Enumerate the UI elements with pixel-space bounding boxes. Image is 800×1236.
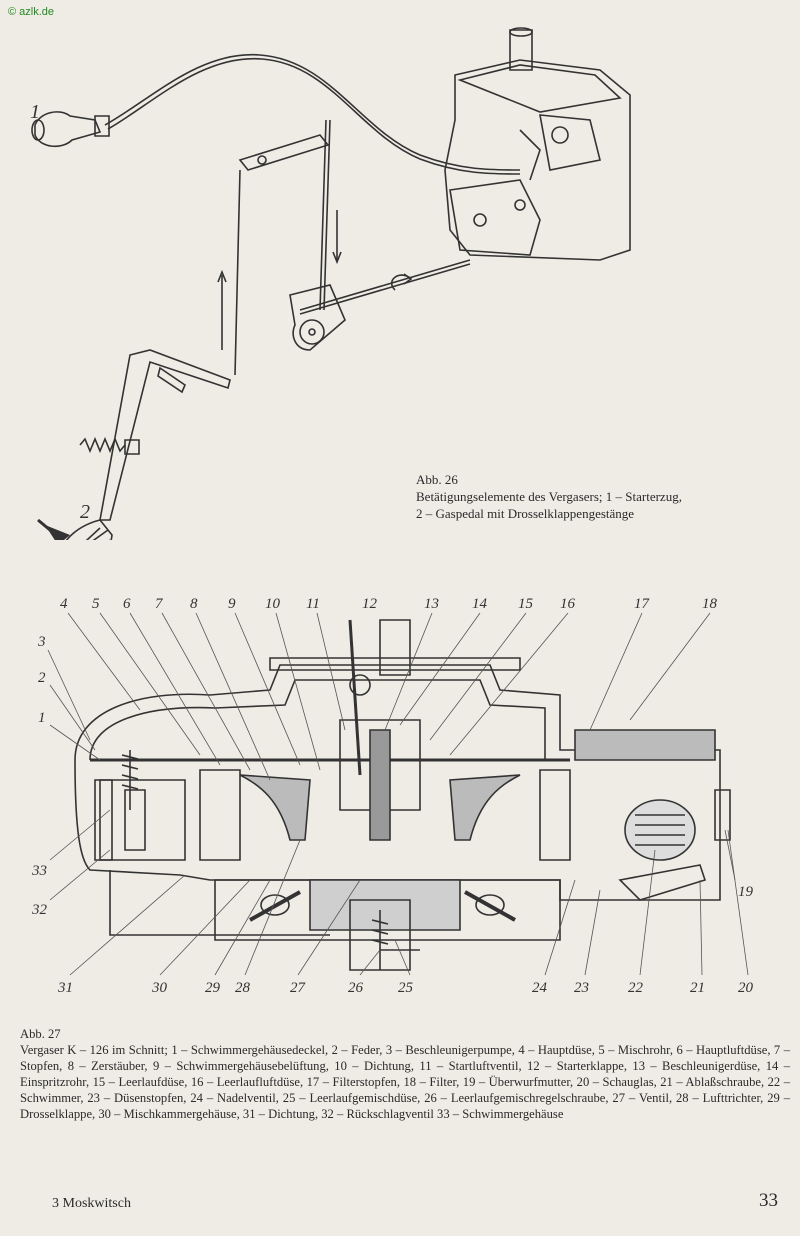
label-6: 6 bbox=[123, 596, 131, 612]
label-16: 16 bbox=[560, 596, 576, 612]
label-20: 20 bbox=[738, 980, 754, 996]
label-26: 26 bbox=[348, 980, 364, 996]
top-part-labels: 4 5 6 7 8 9 10 11 12 13 14 15 16 17 18 bbox=[60, 596, 718, 612]
label-1-fig27: 1 bbox=[38, 710, 46, 726]
bottom-part-labels: 31 30 29 28 27 26 25 24 23 22 21 20 bbox=[57, 980, 754, 996]
figure-26-title: Abb. 26 bbox=[416, 472, 458, 487]
label-1: 1 bbox=[30, 101, 40, 123]
label-25: 25 bbox=[398, 980, 414, 996]
label-2: 2 bbox=[80, 501, 90, 523]
label-2-fig27: 2 bbox=[38, 670, 46, 686]
label-3: 3 bbox=[37, 634, 46, 650]
label-19: 19 bbox=[738, 884, 754, 900]
footer-book-title: 3 Moskwitsch bbox=[52, 1196, 131, 1211]
watermark: © azlk.de bbox=[8, 6, 55, 18]
label-17: 17 bbox=[634, 596, 651, 612]
label-15: 15 bbox=[518, 596, 534, 612]
figure-27-caption-text: Vergaser K – 126 im Schnitt; 1 – Schwimm… bbox=[20, 1043, 790, 1121]
label-21: 21 bbox=[690, 980, 705, 996]
label-13: 13 bbox=[424, 596, 439, 612]
label-11: 11 bbox=[306, 596, 320, 612]
figure-27-title: Abb. 27 bbox=[20, 1027, 61, 1041]
right-part-labels: 19 bbox=[738, 884, 754, 900]
left-part-labels: 3 2 1 33 32 bbox=[31, 634, 48, 918]
figure-26-caption-line-2: 2 – Gaspedal mit Drosselklappengestänge bbox=[416, 506, 635, 521]
label-30: 30 bbox=[151, 980, 168, 996]
label-18: 18 bbox=[702, 596, 718, 612]
label-5: 5 bbox=[92, 596, 100, 612]
label-23: 23 bbox=[574, 980, 589, 996]
label-29: 29 bbox=[205, 980, 221, 996]
figure-27-caption: Abb. 27 Vergaser K – 126 im Schnitt; 1 –… bbox=[20, 1026, 790, 1122]
page-number: 33 bbox=[759, 1190, 778, 1211]
label-7: 7 bbox=[155, 596, 164, 612]
label-24: 24 bbox=[532, 980, 548, 996]
figure-26-caption: Abb. 26 Betätigungselemente des Vergaser… bbox=[416, 471, 796, 522]
label-32: 32 bbox=[31, 902, 48, 918]
label-31: 31 bbox=[57, 980, 73, 996]
label-12: 12 bbox=[362, 596, 378, 612]
label-22: 22 bbox=[628, 980, 644, 996]
figure-27-illustration: 4 5 6 7 8 9 10 11 12 13 14 15 16 17 18 3… bbox=[31, 596, 754, 996]
label-10: 10 bbox=[265, 596, 281, 612]
figure-26-caption-line-1: Betätigungselemente des Vergasers; 1 – S… bbox=[416, 489, 682, 504]
figure-26-illustration: 1 2 bbox=[30, 20, 800, 540]
label-33: 33 bbox=[31, 863, 47, 879]
label-28: 28 bbox=[235, 980, 251, 996]
label-8: 8 bbox=[190, 596, 198, 612]
label-14: 14 bbox=[472, 596, 488, 612]
label-4: 4 bbox=[60, 596, 68, 612]
label-9: 9 bbox=[228, 596, 236, 612]
label-27: 27 bbox=[290, 980, 307, 996]
